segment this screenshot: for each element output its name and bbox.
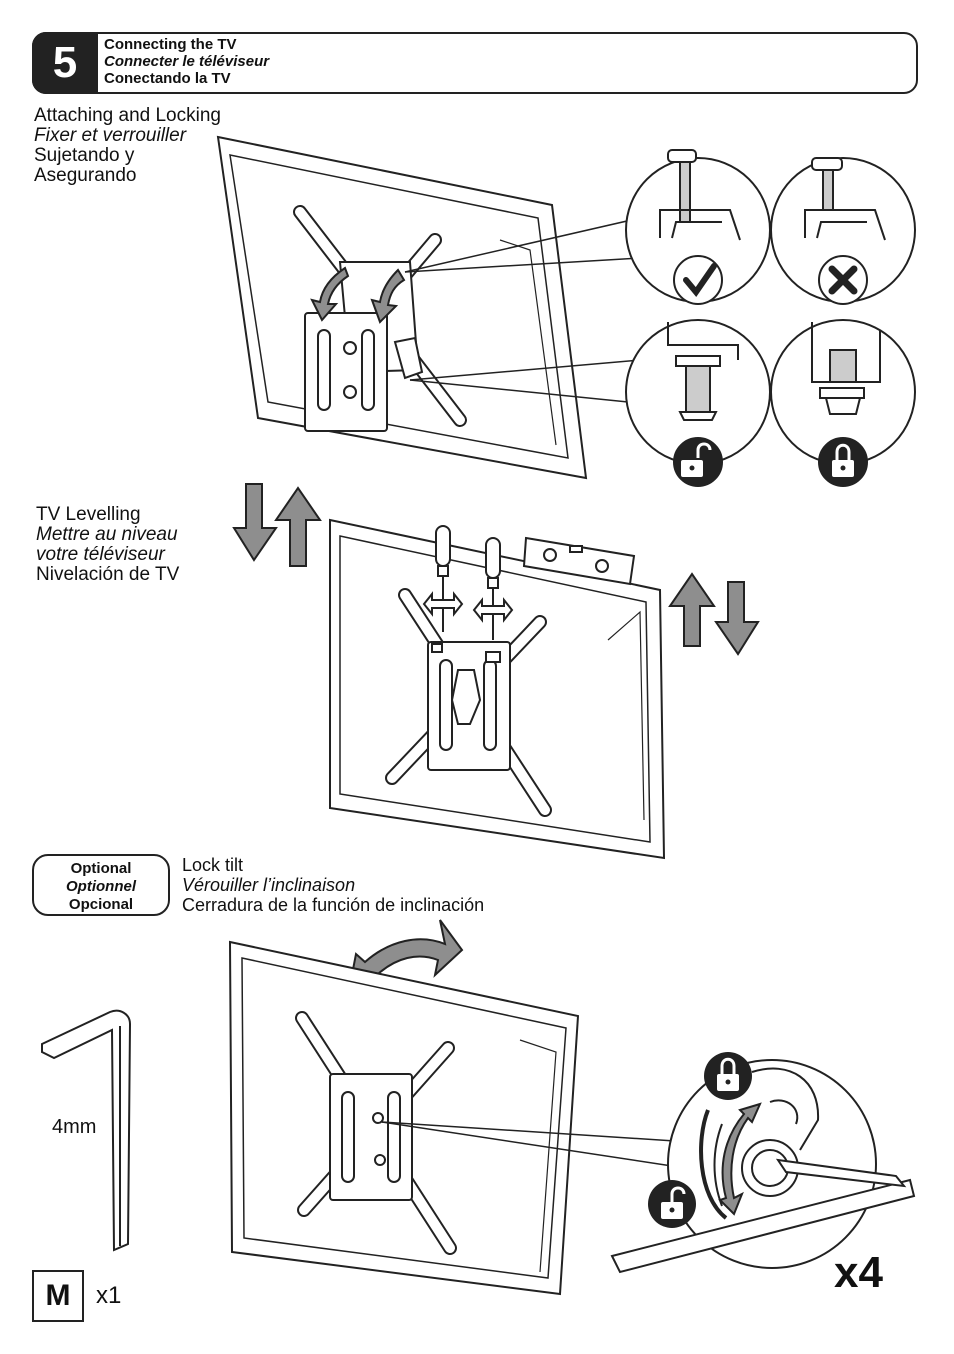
attach-caption-es-1: Sujetando y: [34, 145, 135, 166]
unlock-icon: [681, 442, 712, 477]
checkmark-icon: [683, 263, 717, 297]
attach-caption: Attaching and Locking Fixer et verrouill…: [34, 106, 221, 186]
rotate-arrows-level: [422, 591, 514, 623]
detail-locked-screw: [770, 319, 916, 487]
step-titles: Connecting the TV Connecter le téléviseu…: [104, 36, 269, 87]
mount-bracket-tilt: [295, 1011, 457, 1255]
attach-caption-fr: Fixer et verrouiller: [34, 125, 187, 146]
optional-fr: Optionnel: [66, 878, 136, 895]
step-title-fr: Connecter le téléviseur: [104, 53, 270, 70]
spirit-level-icon: [522, 536, 636, 586]
attach-caption-es-2: Asegurando: [34, 165, 137, 186]
level-caption-fr-1: Mettre au niveau: [36, 524, 178, 545]
rotate-arrow-knob: [718, 1102, 762, 1216]
leader-lines-attach: [404, 217, 641, 403]
level-caption: TV Levelling Mettre au niveau votre télé…: [36, 505, 179, 585]
repeat-count: x4: [834, 1248, 883, 1297]
step-title-en: Connecting the TV: [104, 36, 237, 53]
tilt-caption: Lock tilt Vérouiller l’inclinaison Cerra…: [182, 855, 484, 915]
unlock-icon: [648, 1180, 696, 1228]
attach-caption-en: Attaching and Locking: [34, 105, 221, 126]
part-letter-box: M: [32, 1270, 84, 1322]
detail-correct-screw: [625, 149, 771, 305]
vertical-arrows-left: [232, 483, 322, 567]
optional-en: Optional: [70, 860, 132, 877]
optional-es: Opcional: [68, 896, 134, 913]
hex-key-tilt: [610, 1158, 916, 1274]
vertical-arrows-right: [668, 572, 760, 656]
part-quantity: x1: [96, 1282, 122, 1309]
tilt-caption-es: Cerradura de la función de inclinación: [182, 895, 485, 915]
mount-bracket-level: [385, 588, 552, 817]
lock-icon: [704, 1052, 752, 1100]
level-caption-en: TV Levelling: [36, 504, 141, 525]
cross-icon: [828, 265, 858, 295]
hex-key-size-label: 4mm: [52, 1116, 97, 1138]
step-number: 5: [32, 32, 98, 94]
level-caption-fr-2: votre téléviseur: [36, 544, 165, 565]
tilt-caption-fr: Vérouiller l’inclinaison: [182, 875, 356, 895]
optional-badge: Optional Optionnel Opcional: [32, 854, 170, 916]
tilt-caption-en: Lock tilt: [182, 855, 244, 875]
tilt-arrow: [348, 919, 464, 987]
level-caption-es: Nivelación de TV: [36, 564, 180, 585]
leader-lines-tilt: [381, 1121, 691, 1167]
step-title-es: Conectando la TV: [104, 70, 231, 87]
down-arrows-attach: [310, 266, 406, 324]
lock-icon: [832, 443, 854, 477]
hex-key-icon: [41, 1009, 132, 1252]
